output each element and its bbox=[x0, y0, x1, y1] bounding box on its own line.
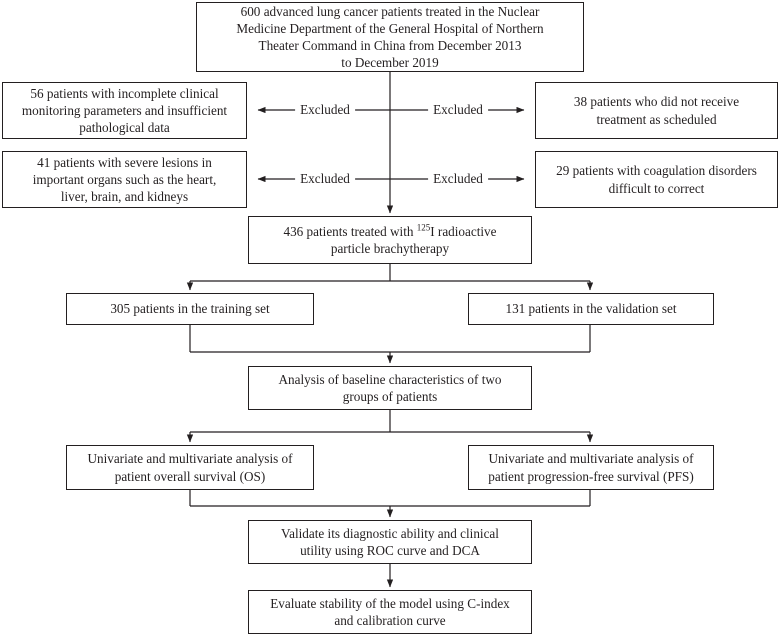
source-cohort-box: 600 advanced lung cancer patients treate… bbox=[196, 2, 584, 72]
excluded-coagulation-text: 29 patients with coagulation disorders d… bbox=[556, 163, 757, 196]
evaluate-stability-box: Evaluate stability of the model using C-… bbox=[248, 590, 532, 634]
training-set-text: 305 patients in the training set bbox=[110, 301, 270, 317]
evaluate-stability-text: Evaluate stability of the model using C-… bbox=[270, 595, 510, 628]
source-cohort-text: 600 advanced lung cancer patients treate… bbox=[236, 3, 544, 71]
excluded-no-treatment-box: 38 patients who did not receive treatmen… bbox=[535, 82, 778, 139]
baseline-analysis-text: Analysis of baseline characteristics of … bbox=[278, 371, 502, 404]
validation-set-text: 131 patients in the validation set bbox=[505, 301, 677, 317]
os-analysis-box: Univariate and multivariate analysis of … bbox=[66, 445, 314, 490]
excluded-severe-lesions-box: 41 patients with severe lesions in impor… bbox=[2, 151, 247, 208]
validation-set-box: 131 patients in the validation set bbox=[468, 293, 714, 325]
pfs-analysis-box: Univariate and multivariate analysis of … bbox=[468, 445, 714, 490]
validate-model-box: Validate its diagnostic ability and clin… bbox=[248, 520, 532, 564]
validate-model-text: Validate its diagnostic ability and clin… bbox=[281, 525, 499, 558]
edge-label-excluded-right-top: Excluded bbox=[428, 103, 488, 117]
edge-label-excluded-left-top: Excluded bbox=[295, 103, 355, 117]
baseline-analysis-box: Analysis of baseline characteristics of … bbox=[248, 366, 532, 410]
excluded-incomplete-data-text: 56 patients with incomplete clinical mon… bbox=[21, 85, 228, 136]
excluded-severe-lesions-text: 41 patients with severe lesions in impor… bbox=[32, 154, 217, 205]
excluded-no-treatment-text: 38 patients who did not receive treatmen… bbox=[573, 94, 740, 127]
pfs-analysis-text: Univariate and multivariate analysis of … bbox=[488, 451, 694, 484]
treated-cohort-text: 436 patients treated with 125I radioacti… bbox=[283, 222, 497, 256]
excluded-incomplete-data-box: 56 patients with incomplete clinical mon… bbox=[2, 82, 247, 139]
os-analysis-text: Univariate and multivariate analysis of … bbox=[87, 451, 293, 484]
edge-label-excluded-left-bottom: Excluded bbox=[295, 172, 355, 186]
edge-label-excluded-right-bottom: Excluded bbox=[428, 172, 488, 186]
treated-cohort-box: 436 patients treated with 125I radioacti… bbox=[248, 216, 532, 264]
training-set-box: 305 patients in the training set bbox=[66, 293, 314, 325]
excluded-coagulation-box: 29 patients with coagulation disorders d… bbox=[535, 151, 778, 208]
